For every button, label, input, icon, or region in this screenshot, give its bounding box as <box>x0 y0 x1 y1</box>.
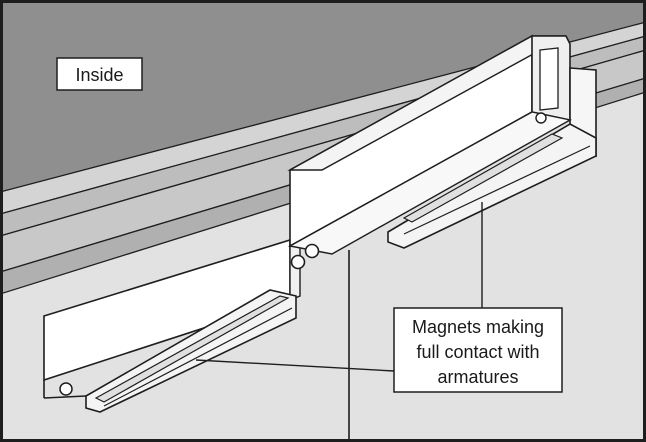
inside-label: Inside <box>75 65 123 85</box>
center-screw-top-icon <box>304 243 320 259</box>
right-lock-housing <box>287 34 597 255</box>
left-lock-housing <box>43 234 301 413</box>
ceiling-surface <box>0 0 646 192</box>
right-screw-icon <box>535 112 547 124</box>
callout-box <box>393 307 563 393</box>
center-screw-bottom-icon <box>290 254 306 270</box>
callout-line-2: full contact with <box>416 342 539 362</box>
left-screw-icon <box>59 382 73 396</box>
callout-leader-left <box>195 359 395 372</box>
callout-line-1: Magnets making <box>412 317 544 337</box>
callout-line-3: armatures <box>437 367 518 387</box>
inside-label-box <box>56 57 143 91</box>
